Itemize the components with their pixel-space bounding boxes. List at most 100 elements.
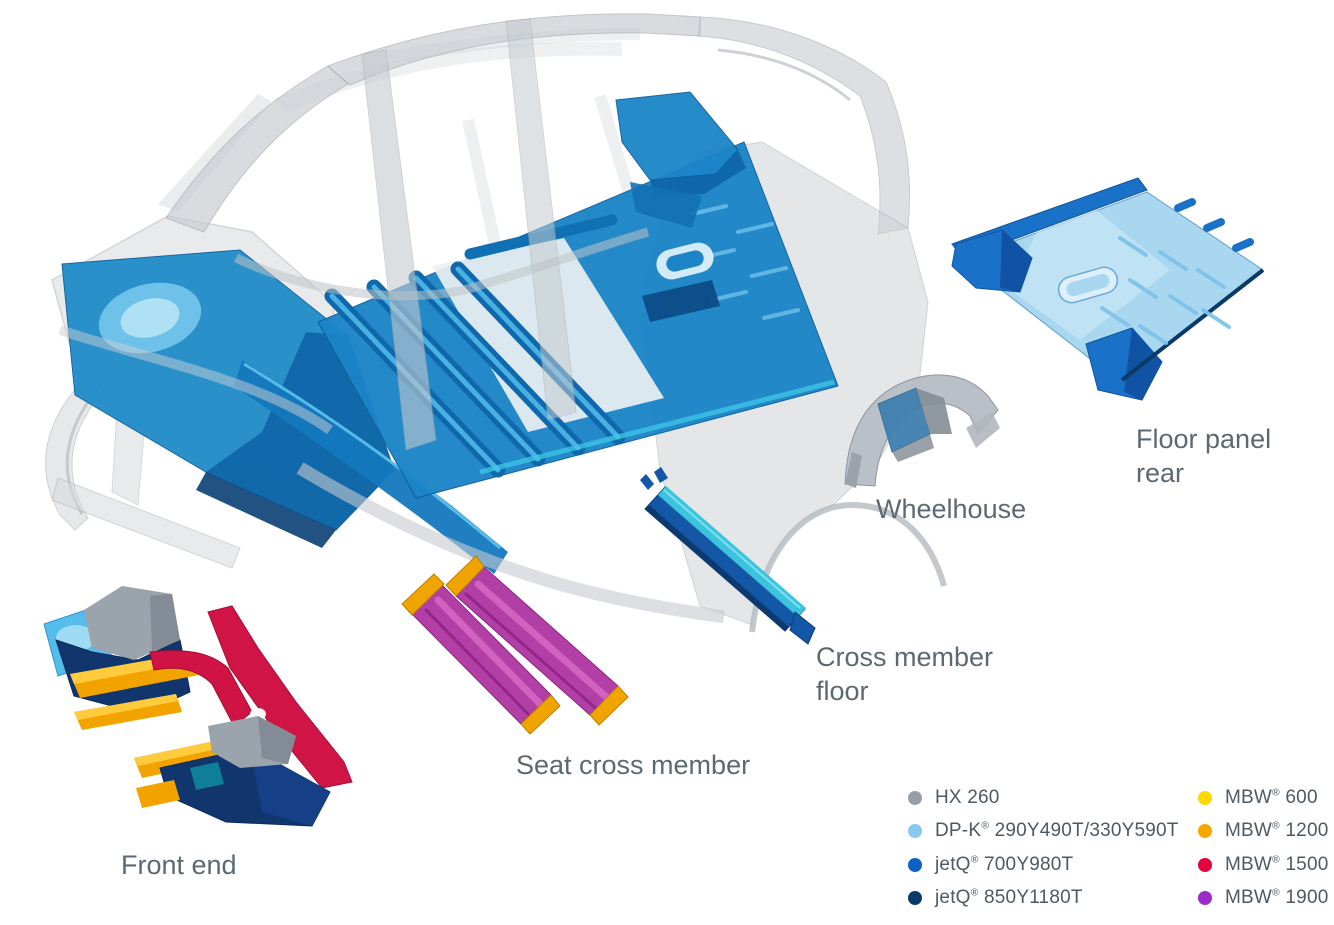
front-end-teal-insert [190, 762, 224, 790]
seat-member-2-ridge [474, 580, 616, 706]
cross-member-tab-2 [654, 467, 668, 483]
seat-cross-member-part-illustration [401, 555, 629, 735]
front-end-gray-cap-shade [150, 594, 180, 652]
seat-member-1-gold-cap-bottom [520, 694, 561, 735]
rib [1201, 308, 1231, 329]
materials-legend-column-2: MBW® 600 MBW® 1200 MBW® 1500 MBW® 1900 [1198, 781, 1328, 915]
floor-panel-rear-label-line2: rear [1136, 458, 1185, 488]
handle-oval-inner [666, 250, 704, 272]
handle-oval-inner [1066, 273, 1110, 297]
legend-label: MBW® 1900 [1225, 887, 1329, 909]
legend-swatch-hx-260 [908, 790, 922, 805]
floor-rail-4-highlight [455, 266, 621, 440]
front-end-gold-rail-b-highlight [74, 694, 178, 720]
cross-member-cyan-face [658, 486, 806, 617]
seat-member-2-groove [464, 592, 602, 714]
legend-swatch-dpk [908, 824, 922, 839]
legend-item-mbw-1200: MBW® 1200 [1198, 815, 1328, 849]
cross-member-end-step [789, 611, 816, 645]
rear-wheel-arch-lip [749, 501, 947, 633]
floor-panel-rear-label-line1: Floor panel [1136, 424, 1272, 454]
floor-front-edge-highlight [479, 379, 835, 475]
beltline-rail [234, 227, 650, 301]
legend-item-dpk: DP-K® 290Y490T/330Y590T [908, 815, 1179, 849]
floor-panel-rear-stamped-ribs [1100, 236, 1231, 345]
legend-item-mbw-600: MBW® 600 [1198, 781, 1328, 815]
legend-item-jetq-700: jetQ® 700Y980T [908, 848, 1179, 882]
legend-label: MBW® 1200 [1225, 820, 1329, 842]
c-pillar [505, 18, 577, 421]
front-end-gray-cap-lower-shade [258, 716, 296, 764]
seat-member-1-groove [424, 608, 536, 722]
rocker-rail-gray [296, 462, 725, 624]
floor-rail-3-highlight [413, 275, 581, 451]
legend-swatch-mbw-1500 [1198, 857, 1212, 872]
cross-member-cyan-highlight [663, 489, 801, 609]
wheelhouse-lower-shade [892, 434, 934, 462]
cowl-band [58, 325, 333, 435]
rib [762, 308, 800, 320]
wheelhouse-part-illustration [844, 374, 1000, 488]
floor-handle-oval [656, 242, 714, 280]
wheelhouse-inner-shadow [916, 388, 952, 434]
firewall-lower-lip [196, 472, 336, 548]
far-a-pillar [158, 94, 272, 212]
rib [1158, 250, 1188, 271]
floor-panel-rear-top-tabs [1174, 198, 1254, 252]
front-end-part-illustration [43, 586, 353, 827]
legend-label: HX 260 [935, 786, 1000, 808]
cross-member-floor-label-line1: Cross member [816, 642, 994, 672]
rib [750, 266, 788, 278]
seat-member-2-gold-cap-top [445, 555, 485, 597]
floor-panel-rear-left-bracket-shade [1000, 230, 1032, 292]
rib [1196, 268, 1226, 289]
a-pillar [165, 65, 349, 233]
legend-swatch-jetq-850 [908, 891, 922, 906]
cross-member-tab-1 [640, 474, 654, 490]
tab [1232, 238, 1254, 252]
cross-member-dark-edge [645, 505, 789, 631]
legend-swatch-jetq-700 [908, 857, 922, 872]
strut-dome-center [120, 298, 180, 338]
legend-label: DP-K® 290Y490T/330Y590T [935, 820, 1179, 842]
legend-swatch-mbw-1900 [1198, 891, 1212, 906]
cross-member-floor-label: Cross member floor [816, 640, 993, 708]
wheelhouse-label: Wheelhouse [876, 494, 1027, 524]
wheelhouse-left-tip [845, 452, 862, 488]
front-end-label: Front end [121, 850, 237, 880]
roof-side-rail [327, 13, 701, 86]
materials-legend-column-1: HX 260 DP-K® 290Y490T/330Y590T jetQ® 700… [908, 781, 1179, 915]
legend-label: jetQ® 700Y980T [935, 853, 1074, 875]
rocker-sill-highlight [243, 362, 501, 550]
legend-label: MBW® 600 [1225, 786, 1318, 808]
front-end-navy-lower-face [250, 748, 330, 826]
rib [1118, 236, 1148, 257]
legend-swatch-mbw-1200 [1198, 824, 1212, 839]
rib [1128, 278, 1158, 299]
body-in-white-illustration [45, 13, 947, 645]
rear-seat-pan [630, 182, 702, 228]
legend-item-jetq-850: jetQ® 850Y1180T [908, 882, 1179, 916]
rib [1168, 294, 1198, 315]
tab [1174, 198, 1196, 212]
b-pillar [361, 49, 437, 451]
tab [1203, 218, 1225, 232]
rear-hatch-inner-line [717, 48, 851, 102]
floor-panel-rear-label: Floor panel rear [1136, 422, 1271, 490]
front-lower-rail-gray [51, 477, 241, 569]
floor-dark-slot [642, 280, 720, 322]
seat-member-2-gold-cap-bottom [589, 685, 629, 726]
front-end-gold-foot [136, 780, 180, 808]
legend-item-hx-260: HX 260 [908, 781, 1179, 815]
rib [736, 222, 774, 234]
wheelhouse-right-flange [966, 412, 1000, 448]
legend-label: MBW® 1500 [1225, 853, 1329, 875]
rib [1138, 324, 1168, 345]
rear-seat-bulkhead-shadow [650, 150, 746, 196]
rib [690, 204, 728, 216]
rib [1100, 306, 1130, 327]
seat-member-1-ridge [434, 596, 550, 714]
floor-panel-rear-handle-oval [1057, 266, 1119, 304]
